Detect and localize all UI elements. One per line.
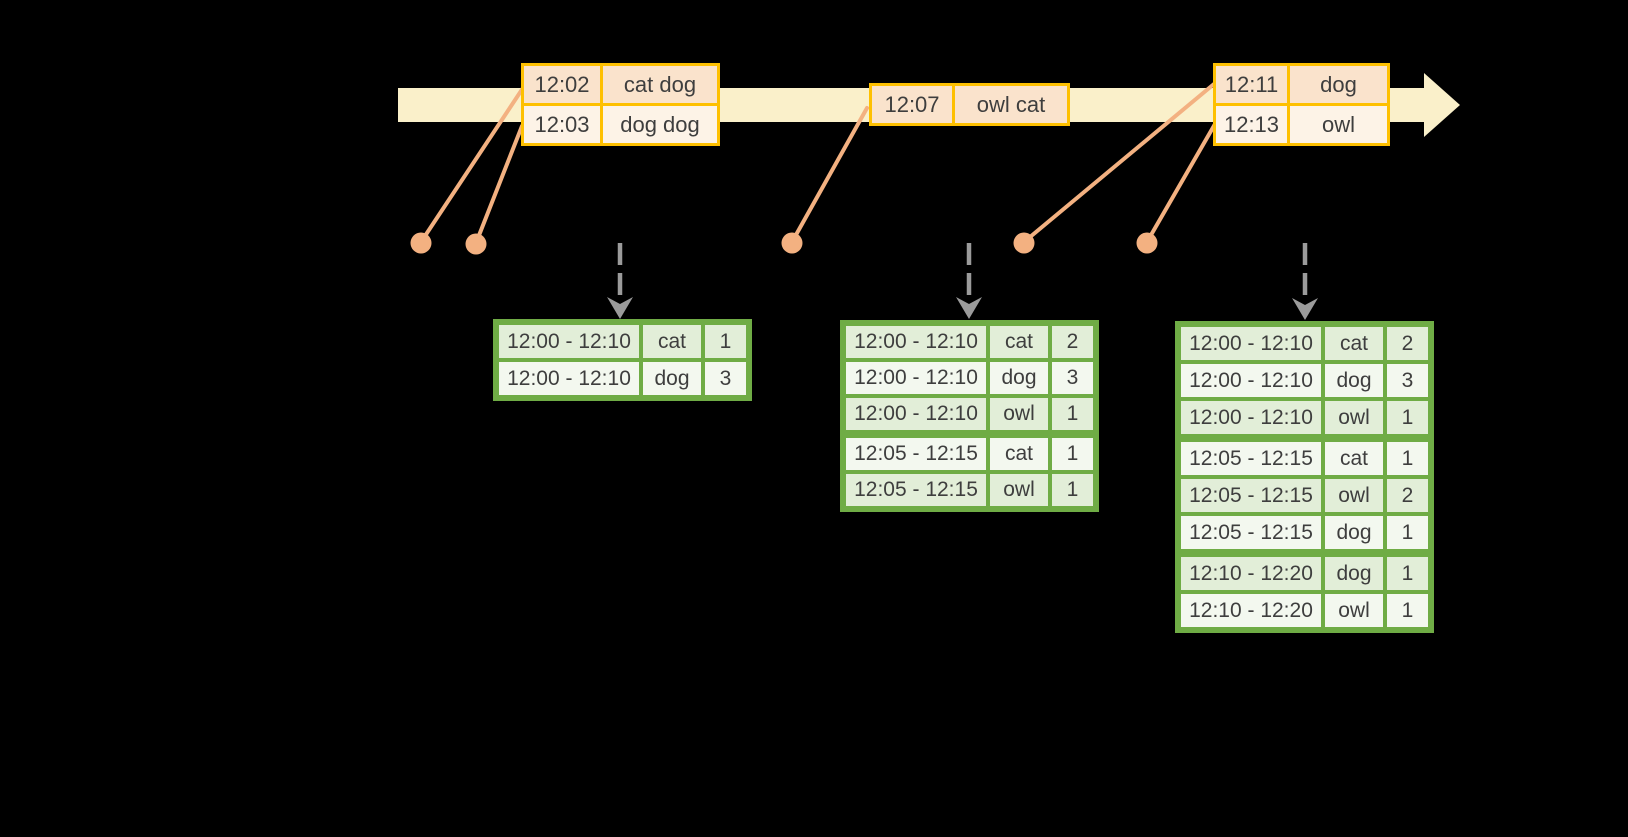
word-cell: owl (990, 398, 1048, 430)
count-cell: 1 (1387, 442, 1428, 475)
word-cell: owl (1325, 401, 1383, 434)
result-row: 12:00 - 12:10 cat 2 (1181, 327, 1428, 360)
count-cell: 1 (1387, 557, 1428, 590)
event-words-cell: dog (1290, 66, 1387, 103)
result-row: 12:00 - 12:10 cat 2 (846, 326, 1093, 358)
window-cell: 12:00 - 12:10 (846, 398, 986, 430)
count-cell: 1 (1052, 398, 1093, 430)
word-cell: dog (1325, 557, 1383, 590)
result-row: 12:05 - 12:15 owl 1 (846, 474, 1093, 506)
count-cell: 1 (1052, 438, 1093, 470)
window-cell: 12:00 - 12:10 (1181, 364, 1321, 397)
count-cell: 2 (1052, 326, 1093, 358)
event-time-cell: 12:13 (1216, 106, 1287, 143)
event-time-cell: 12:03 (524, 106, 600, 143)
window-cell: 12:00 - 12:10 (1181, 327, 1321, 360)
result-row: 12:10 - 12:20 owl 1 (1181, 594, 1428, 627)
connector-line-1207 (790, 106, 869, 244)
word-cell: cat (643, 325, 701, 358)
connector-line-1203 (474, 124, 524, 245)
result-row: 12:00 - 12:10 cat 1 (499, 325, 746, 358)
result-row: 12:00 - 12:10 dog 3 (1181, 364, 1428, 397)
result-row: 12:10 - 12:20 dog 1 (1181, 557, 1428, 590)
connector-line-1213 (1145, 122, 1217, 244)
event-row: 12:07 owl cat (872, 86, 1067, 123)
count-cell: 2 (1387, 479, 1428, 512)
event-row: 12:13 owl (1216, 106, 1387, 143)
word-cell: cat (1325, 327, 1383, 360)
count-cell: 2 (1387, 327, 1428, 360)
word-cell: cat (990, 438, 1048, 470)
word-cell: cat (1325, 442, 1383, 475)
window-cell: 12:00 - 12:10 (846, 362, 986, 394)
event-words-cell: cat dog (603, 66, 717, 103)
result-row: 12:05 - 12:15 owl 2 (1181, 479, 1428, 512)
event-dot-1203 (465, 233, 487, 255)
word-cell: owl (990, 474, 1048, 506)
result-table-3: 12:00 - 12:10 cat 2 12:00 - 12:10 dog 3 … (1175, 321, 1434, 633)
count-cell: 3 (705, 362, 746, 395)
trigger-arrow-icon-2 (956, 243, 982, 319)
word-cell: dog (643, 362, 701, 395)
window-cell: 12:00 - 12:10 (1181, 401, 1321, 434)
event-time-cell: 12:07 (872, 86, 952, 123)
result-row: 12:00 - 12:10 dog 3 (846, 362, 1093, 394)
event-words-cell: dog dog (603, 106, 717, 143)
event-words-cell: owl cat (955, 86, 1067, 123)
event-row: 12:11 dog (1216, 66, 1387, 103)
window-cell: 12:05 - 12:15 (846, 474, 986, 506)
event-dot-1202 (410, 232, 432, 254)
connector-line-1211 (1022, 82, 1216, 244)
trigger-arrow-icon-3 (1292, 243, 1318, 320)
connector-line-1202 (419, 86, 525, 244)
result-row: 12:05 - 12:15 cat 1 (846, 438, 1093, 470)
count-cell: 3 (1052, 362, 1093, 394)
window-cell: 12:00 - 12:10 (499, 362, 639, 395)
window-cell: 12:05 - 12:15 (1181, 479, 1321, 512)
event-row: 12:03 dog dog (524, 106, 717, 143)
event-time-cell: 12:11 (1216, 66, 1287, 103)
window-cell: 12:00 - 12:10 (499, 325, 639, 358)
count-cell: 1 (705, 325, 746, 358)
event-dot-1211 (1013, 232, 1035, 254)
count-cell: 1 (1387, 594, 1428, 627)
window-cell: 12:05 - 12:15 (846, 438, 986, 470)
window-cell: 12:00 - 12:10 (846, 326, 986, 358)
event-table-1: 12:02 cat dog 12:03 dog dog (521, 63, 720, 146)
window-cell: 12:10 - 12:20 (1181, 594, 1321, 627)
word-cell: dog (990, 362, 1048, 394)
result-table-1: 12:00 - 12:10 cat 1 12:00 - 12:10 dog 3 (493, 319, 752, 401)
word-cell: cat (990, 326, 1048, 358)
result-table-2: 12:00 - 12:10 cat 2 12:00 - 12:10 dog 3 … (840, 320, 1099, 512)
count-cell: 1 (1052, 474, 1093, 506)
result-row: 12:00 - 12:10 owl 1 (1181, 401, 1428, 434)
count-cell: 1 (1387, 516, 1428, 549)
window-cell: 12:05 - 12:15 (1181, 442, 1321, 475)
event-dot-1213 (1136, 232, 1158, 254)
result-row: 12:00 - 12:10 owl 1 (846, 398, 1093, 430)
result-row: 12:05 - 12:15 cat 1 (1181, 442, 1428, 475)
event-dot-1207 (781, 232, 803, 254)
event-time-cell: 12:02 (524, 66, 600, 103)
result-row: 12:00 - 12:10 dog 3 (499, 362, 746, 395)
word-cell: owl (1325, 594, 1383, 627)
word-cell: dog (1325, 516, 1383, 549)
count-cell: 3 (1387, 364, 1428, 397)
event-words-cell: owl (1290, 106, 1387, 143)
window-cell: 12:05 - 12:15 (1181, 516, 1321, 549)
window-cell: 12:10 - 12:20 (1181, 557, 1321, 590)
result-row: 12:05 - 12:15 dog 1 (1181, 516, 1428, 549)
count-cell: 1 (1387, 401, 1428, 434)
event-table-3: 12:11 dog 12:13 owl (1213, 63, 1390, 146)
trigger-arrow-icon-1 (607, 243, 633, 319)
word-cell: owl (1325, 479, 1383, 512)
event-table-2: 12:07 owl cat (869, 83, 1070, 126)
word-cell: dog (1325, 364, 1383, 397)
event-row: 12:02 cat dog (524, 66, 717, 103)
